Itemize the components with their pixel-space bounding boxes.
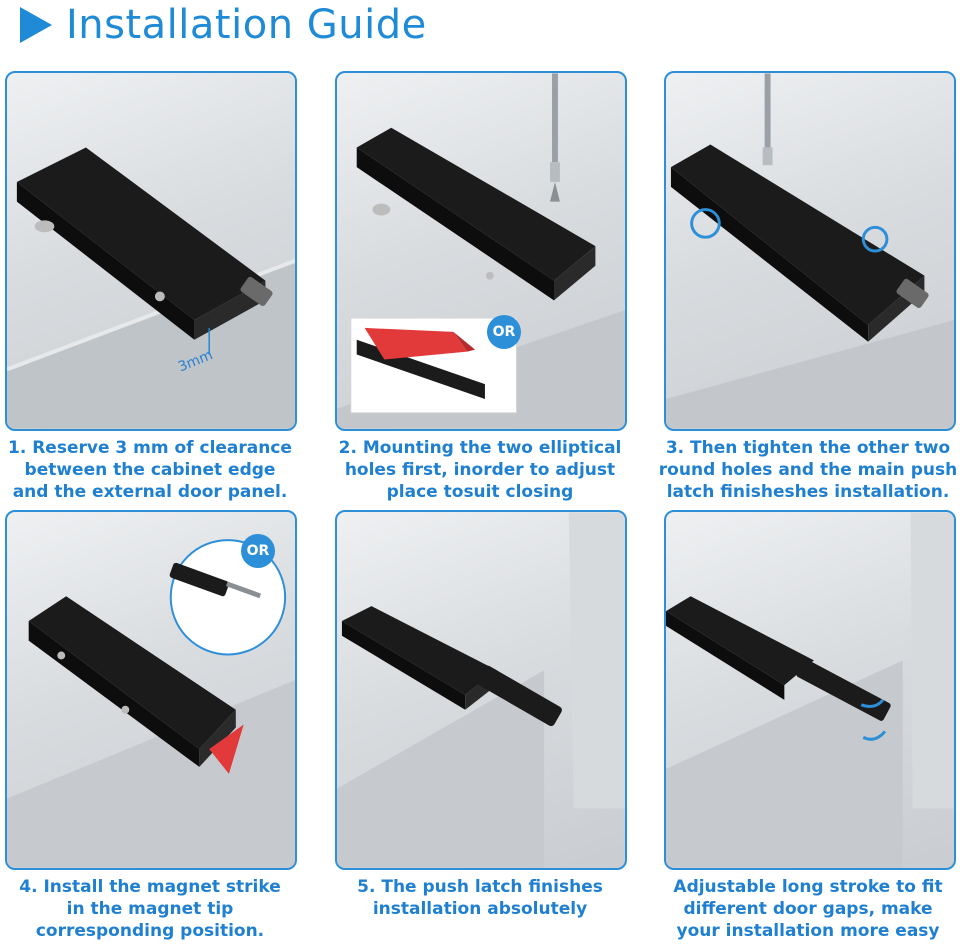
screw-strike-inset <box>169 539 287 656</box>
step-5-caption: 5. The push latch finishes installation … <box>357 877 603 919</box>
adhesive-tape-inset <box>350 317 517 414</box>
step-5-illustration <box>337 512 625 868</box>
step-6-caption: Adjustable long stroke to fit different … <box>673 877 943 941</box>
play-triangle-icon <box>20 7 52 43</box>
step-2-caption: 2. Mounting the two elliptical holes fir… <box>338 438 622 502</box>
step-3-caption: 3. Then tighten the other two round hole… <box>658 438 958 502</box>
or-badge: OR <box>241 534 275 568</box>
step-4-caption: 4. Install the magnet strike in the magn… <box>19 877 281 941</box>
magnet-strike-icon <box>209 724 244 774</box>
push-latch-body <box>341 606 562 727</box>
step-3-illustration <box>666 73 954 429</box>
push-latch-body <box>666 596 891 721</box>
adjust-arrows-icon <box>860 698 887 741</box>
screwdriver-icon <box>550 73 560 202</box>
page-title: Installation Guide <box>66 2 427 48</box>
or-badge: OR <box>487 315 521 349</box>
step-4-illustration <box>7 539 295 868</box>
push-latch-body <box>356 127 596 301</box>
step-3-image <box>664 71 956 431</box>
guide-header: Installation Guide <box>20 0 427 50</box>
step-2-image: OR <box>335 71 627 431</box>
step-4-image: OR <box>5 510 297 870</box>
door-panel <box>910 512 954 809</box>
door-panel <box>568 512 625 809</box>
step-6-illustration <box>666 512 954 868</box>
push-latch-body <box>28 596 236 767</box>
or-badge-label: OR <box>246 543 270 559</box>
step-2-illustration <box>337 73 625 429</box>
push-latch-body <box>16 147 273 340</box>
step-5-image <box>335 510 627 870</box>
step-1-caption: 1. Reserve 3 mm of clearance between the… <box>8 438 292 502</box>
push-latch-body <box>670 144 929 342</box>
step-6-image <box>664 510 956 870</box>
step-1-image: 3mm <box>5 71 297 431</box>
step-1-illustration: 3mm <box>7 147 295 429</box>
screwdriver-icon <box>762 73 773 166</box>
or-badge-label: OR <box>492 324 516 340</box>
rotate-arrows-icon <box>690 208 889 253</box>
